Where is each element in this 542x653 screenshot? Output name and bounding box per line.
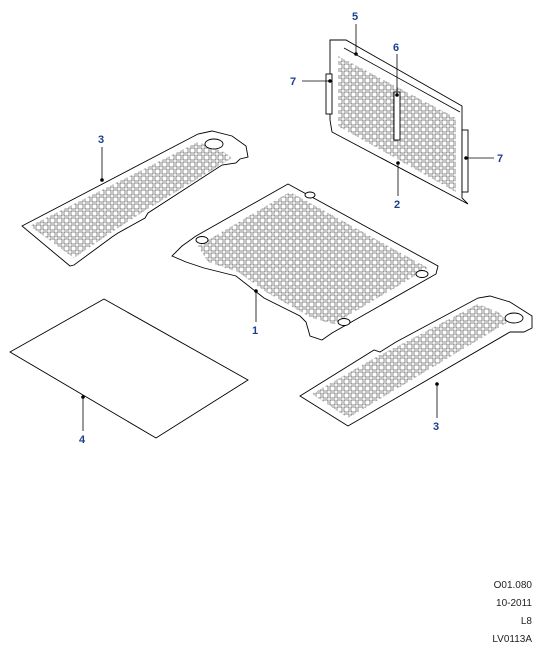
callout-5: 5	[352, 11, 358, 23]
callout-7-right: 7	[497, 153, 503, 165]
side-bracket-part-7-right	[461, 129, 469, 193]
callout-2: 2	[394, 199, 400, 211]
side-mat-part-3-left	[21, 130, 249, 267]
callout-1: 1	[252, 325, 258, 337]
illustration-id: LV0113A	[492, 634, 532, 645]
partition-panel-part-2	[325, 39, 469, 205]
callout-3-left: 3	[98, 134, 104, 146]
callout-3-right: 3	[433, 421, 439, 433]
callout-6: 6	[393, 42, 399, 54]
reference-date: 10-2011	[496, 598, 532, 609]
load-floor-mat-part-1	[171, 183, 439, 341]
reference-code: O01.080	[493, 580, 532, 591]
leader-lines	[81, 24, 494, 431]
illustration-reference-block: O01.080 10-2011 L8 LV0113A	[412, 577, 532, 649]
callout-labels: 1 2 3 3 4 5 6 7 7	[79, 11, 503, 446]
floor-mat-part-4	[9, 298, 249, 439]
model-code: L8	[520, 616, 532, 627]
callout-7-left: 7	[290, 76, 296, 88]
callout-4: 4	[79, 434, 86, 446]
center-strip-part-6	[393, 91, 401, 141]
side-bracket-part-7-left	[325, 73, 333, 115]
side-mat-part-3-right	[299, 295, 533, 427]
